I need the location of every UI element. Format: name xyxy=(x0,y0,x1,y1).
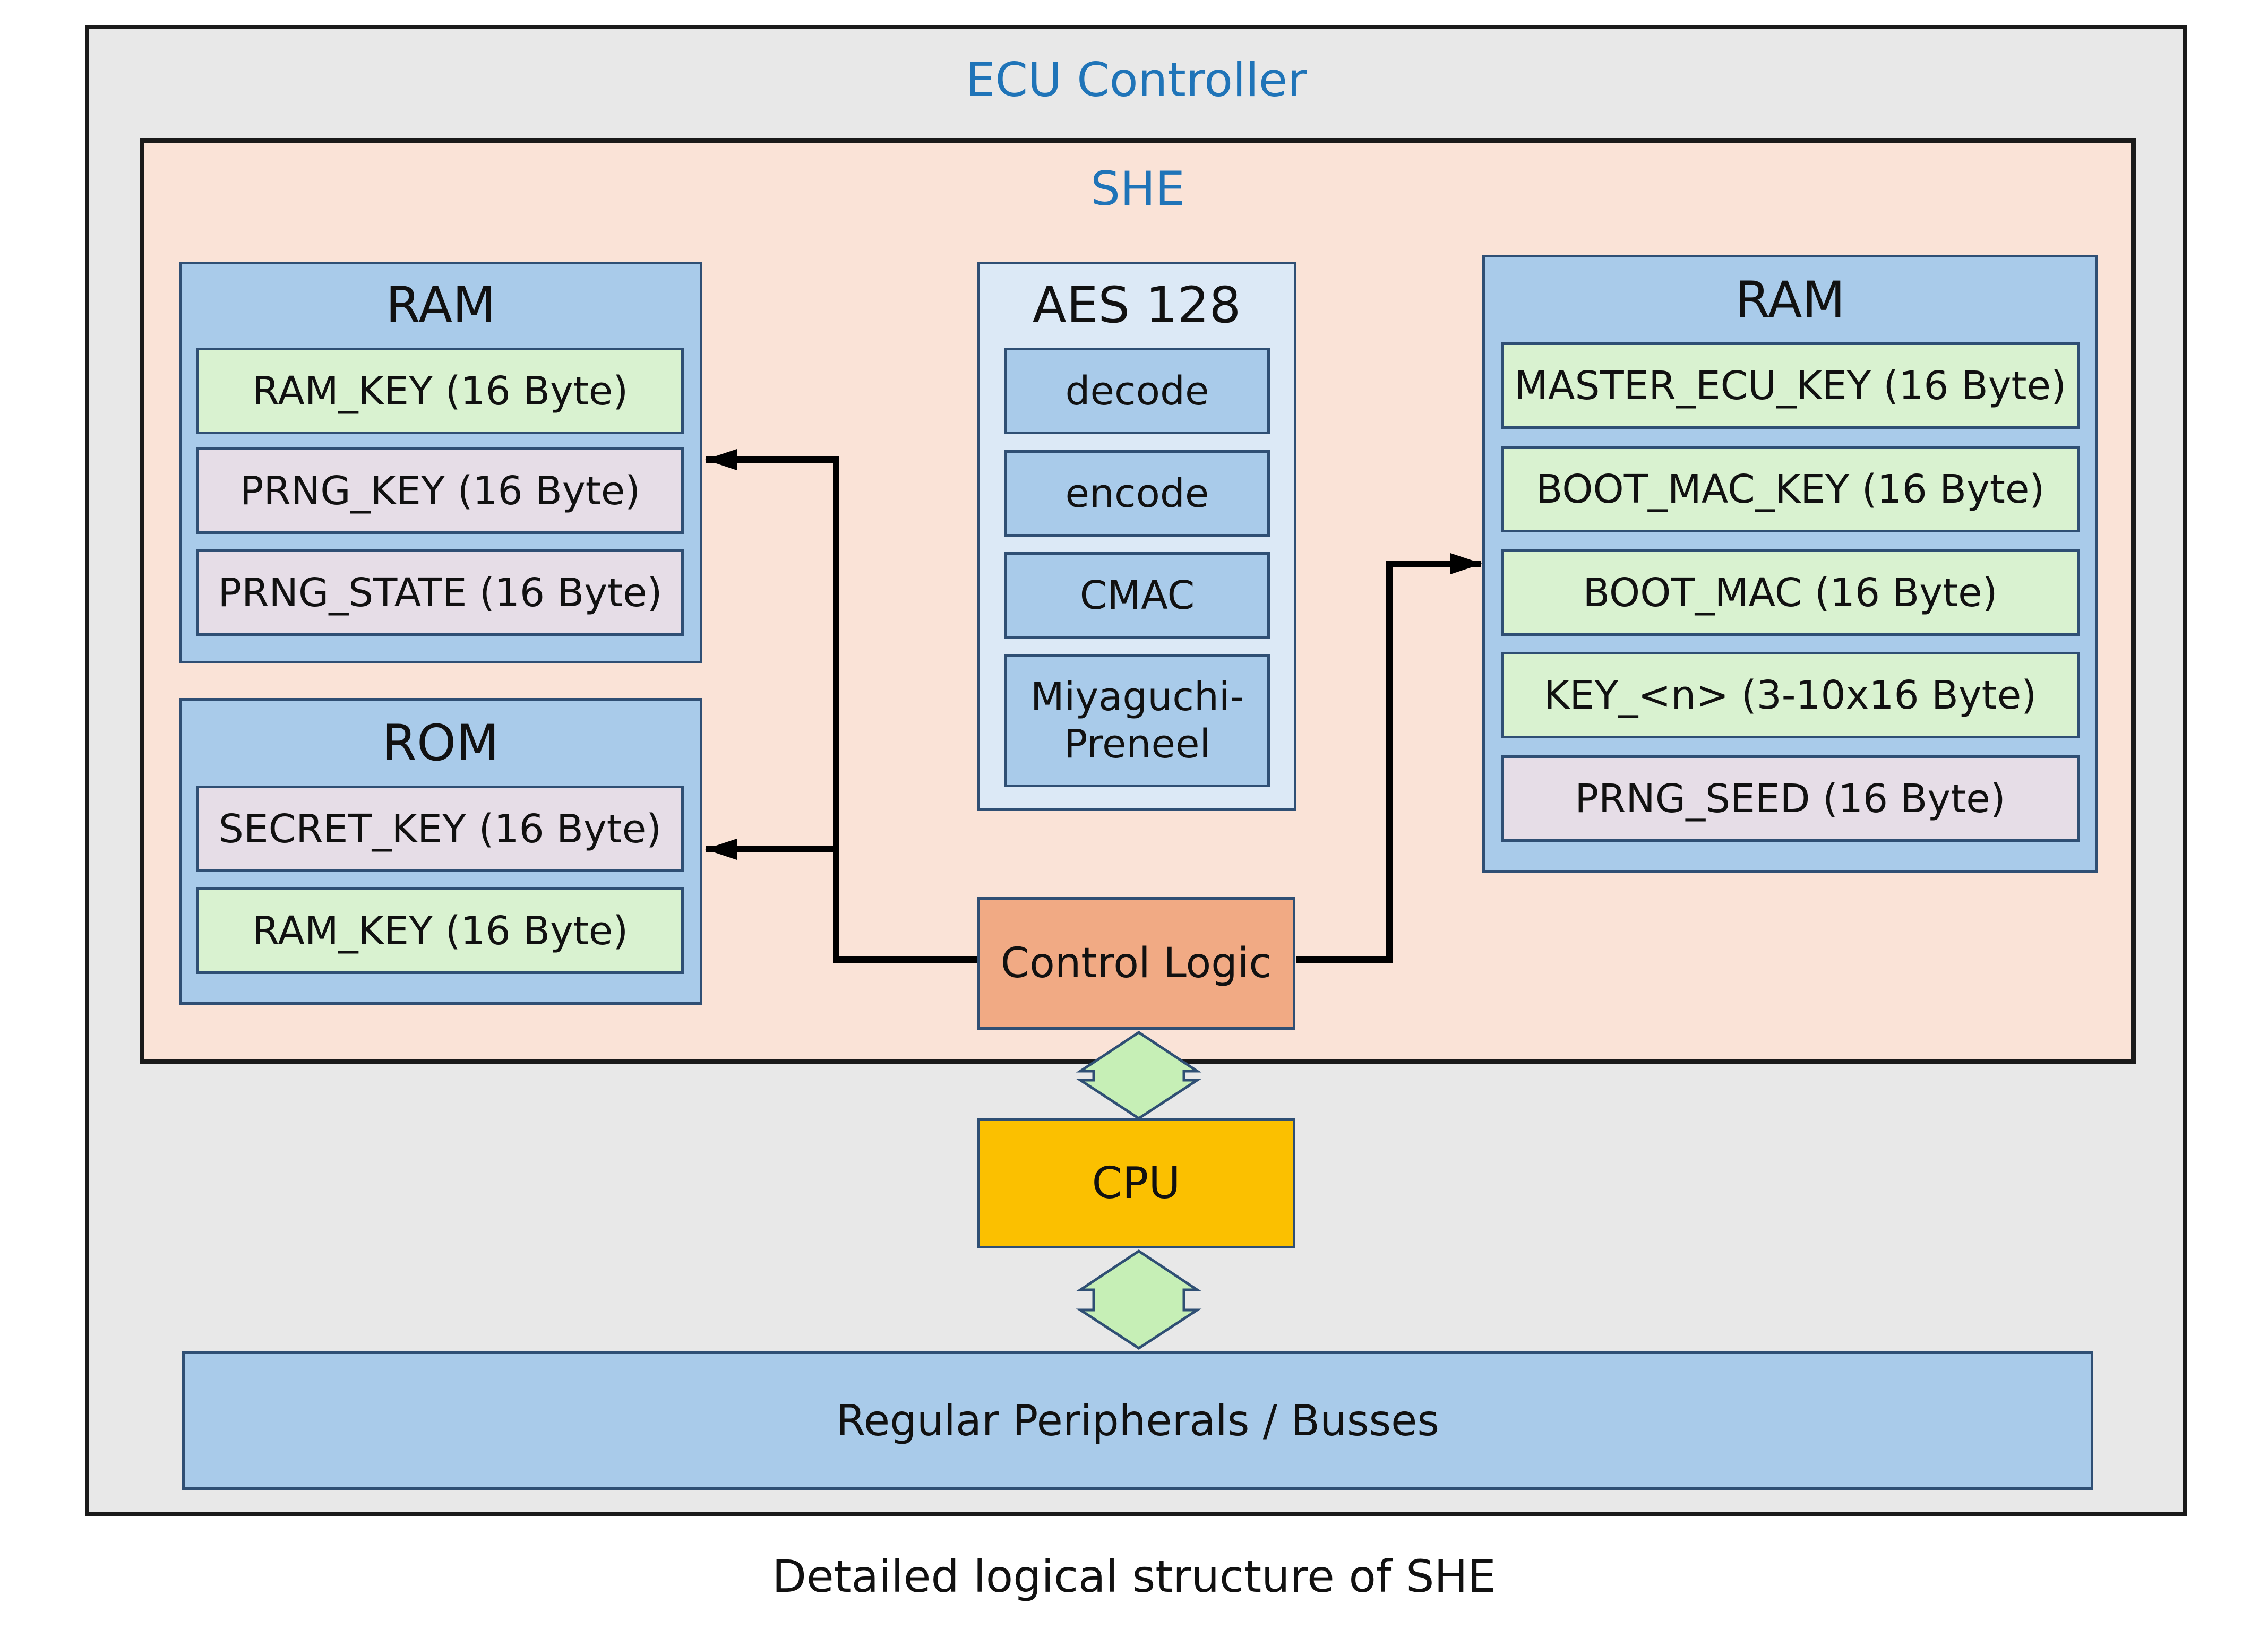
she-title: SHE xyxy=(1090,161,1185,216)
aes-128-title: AES 128 xyxy=(1032,276,1241,334)
rom-slot-secret-key: SECRET_KEY (16 Byte) xyxy=(196,786,684,872)
control-to-right-ram-connector xyxy=(1296,553,1482,963)
right-ram-title: RAM xyxy=(1735,271,1845,329)
rom-title: ROM xyxy=(382,714,500,772)
right-ram-slot-master-ecu-key: MASTER_ECU_KEY (16 Byte) xyxy=(1501,342,2080,429)
aes-op-encode: encode xyxy=(1004,450,1270,537)
aes-op-miyaguchi-preneel: Miyaguchi- Preneel xyxy=(1004,654,1270,787)
ecu-controller-title: ECU Controller xyxy=(965,52,1307,107)
figure-caption: Detailed logical structure of SHE xyxy=(772,1550,1496,1602)
right-ram-slot-boot-mac-key: BOOT_MAC_KEY (16 Byte) xyxy=(1501,446,2080,532)
left-ram-slot-prng-state: PRNG_STATE (16 Byte) xyxy=(196,549,684,636)
control-cpu-bus-arrow xyxy=(1076,1030,1202,1120)
left-ram-slot-prng-key: PRNG_KEY (16 Byte) xyxy=(196,447,684,534)
aes-op-cmac: CMAC xyxy=(1004,552,1270,639)
peripherals-busses-block: Regular Peripherals / Busses xyxy=(182,1351,2093,1490)
right-ram-slot-key-n: KEY_<n> (3-10x16 Byte) xyxy=(1501,652,2080,738)
cpu-peripherals-bus-arrow xyxy=(1076,1249,1202,1350)
right-ram-slot-boot-mac: BOOT_MAC (16 Byte) xyxy=(1501,549,2080,636)
right-ram-slot-prng-seed: PRNG_SEED (16 Byte) xyxy=(1501,755,2080,842)
left-ram-title: RAM xyxy=(385,276,496,334)
left-ram-slot-ram-key: RAM_KEY (16 Byte) xyxy=(196,348,684,434)
control-to-left-ram-connector xyxy=(705,449,977,963)
cpu-block: CPU xyxy=(977,1118,1295,1248)
rom-slot-ram-key: RAM_KEY (16 Byte) xyxy=(196,887,684,974)
control-logic-block: Control Logic xyxy=(977,897,1295,1030)
aes-op-decode: decode xyxy=(1004,348,1270,434)
